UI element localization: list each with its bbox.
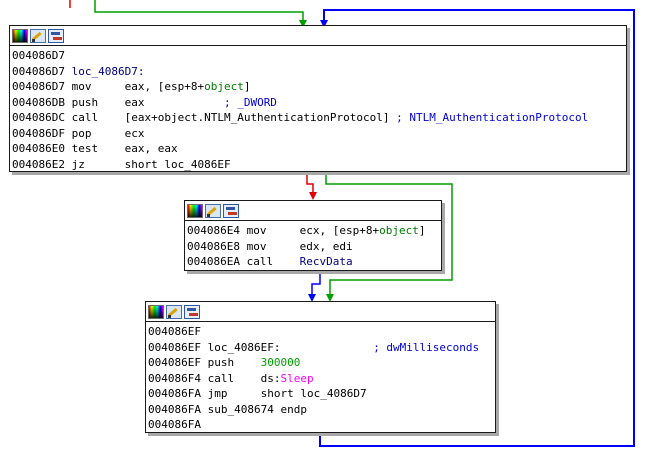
line-mnemonic: pop bbox=[71, 126, 92, 140]
edge-block1-to-block2 bbox=[306, 171, 317, 200]
line-address: 004086EF bbox=[148, 356, 201, 369]
line-operand: ecx bbox=[124, 126, 145, 140]
color-picker-icon[interactable] bbox=[148, 304, 164, 319]
line-mnemonic: call bbox=[71, 111, 99, 124]
line-mnemonic: mov bbox=[246, 224, 267, 237]
line-mnemonic: jz bbox=[71, 157, 85, 171]
disasm-line[interactable]: 004086FA sub_408674 endp bbox=[148, 402, 495, 418]
line-address: 004086DC bbox=[12, 111, 65, 124]
disasm-line[interactable]: 004086FA bbox=[148, 417, 495, 433]
line-mnemonic: mov bbox=[71, 80, 92, 93]
line-operand[interactable]: Sleep bbox=[280, 371, 314, 385]
line-address: 004086FA bbox=[148, 418, 201, 431]
line-operand[interactable]: object bbox=[204, 80, 244, 93]
color-picker-icon[interactable] bbox=[187, 203, 203, 218]
line-operand: edx, edi bbox=[299, 239, 353, 253]
node-body: 004086E4 mov ecx, [esp+8+object]004086E8… bbox=[185, 221, 441, 272]
line-operand[interactable]: loc_4086D7: bbox=[71, 64, 145, 78]
line-address: 004086FA bbox=[148, 387, 201, 400]
line-mnemonic: call bbox=[207, 371, 235, 385]
edge-block1-to-block3 bbox=[325, 171, 453, 302]
disasm-line[interactable]: 004086DC call [eax+object.NTLM_Authentic… bbox=[12, 110, 626, 126]
rename-icon[interactable] bbox=[166, 304, 182, 319]
line-operand[interactable]: RecvData bbox=[299, 255, 353, 268]
edge-loop-back bbox=[319, 9, 635, 447]
line-comment: ; dwMilliseconds bbox=[373, 340, 480, 354]
line-mnemonic: mov bbox=[246, 239, 267, 253]
line-mnemonic: test bbox=[71, 142, 99, 155]
line-operand: 300000 bbox=[260, 356, 301, 369]
line-operand: loc_4086EF: bbox=[207, 340, 374, 354]
edge-prev-true bbox=[94, 0, 307, 28]
disasm-line[interactable]: 004086EF bbox=[148, 324, 495, 340]
line-operand: ] bbox=[243, 80, 251, 93]
graph-view-icon[interactable] bbox=[184, 304, 200, 319]
disasm-line[interactable]: 004086E2 jz short loc_4086EF bbox=[12, 157, 626, 173]
node-header bbox=[10, 26, 626, 46]
disasm-line[interactable]: 004086EF loc_4086EF: ; dwMilliseconds bbox=[148, 340, 495, 356]
line-mnemonic: jmp bbox=[207, 387, 228, 400]
disasm-line[interactable]: 004086D7 bbox=[12, 48, 626, 64]
node-header bbox=[146, 302, 495, 322]
line-address: 004086D7 bbox=[12, 80, 65, 93]
line-operand: eax bbox=[124, 95, 224, 109]
line-operand: eax, [esp+8+ bbox=[124, 80, 205, 93]
code-block-recvdata[interactable]: 004086E4 mov ecx, [esp+8+object]004086E8… bbox=[184, 200, 442, 271]
line-mnemonic: push bbox=[207, 356, 235, 369]
line-comment: ; _DWORD bbox=[223, 95, 277, 109]
edge-block2-to-block3 bbox=[308, 270, 321, 302]
line-operand: ds: bbox=[260, 371, 281, 385]
disasm-line[interactable]: 004086DB push eax ; _DWORD bbox=[12, 95, 626, 111]
rename-icon[interactable] bbox=[30, 28, 46, 43]
color-picker-icon[interactable] bbox=[12, 28, 28, 43]
line-address: 004086EA bbox=[187, 255, 240, 268]
line-address: 004086DF bbox=[12, 126, 65, 140]
line-address: 004086FA bbox=[148, 402, 201, 416]
line-address: 004086D7 bbox=[12, 64, 65, 78]
line-address: 004086E2 bbox=[12, 157, 65, 171]
line-mnemonic: push bbox=[71, 95, 99, 109]
line-mnemonic: call bbox=[246, 255, 274, 268]
disasm-line[interactable]: 004086E8 mov edx, edi bbox=[187, 239, 441, 255]
disasm-line[interactable]: 004086EA call RecvData bbox=[187, 254, 441, 270]
graph-view-icon[interactable] bbox=[223, 203, 239, 218]
disasm-line[interactable]: 004086D7 loc_4086D7: bbox=[12, 64, 626, 80]
line-address: 004086D7 bbox=[12, 49, 65, 62]
disasm-line[interactable]: 004086D7 mov eax, [esp+8+object] bbox=[12, 79, 626, 95]
rename-icon[interactable] bbox=[205, 203, 221, 218]
line-address: 004086DB bbox=[12, 95, 65, 109]
line-operand: sub_408674 endp bbox=[207, 402, 307, 416]
line-operand: eax, eax bbox=[124, 142, 178, 155]
disasm-line[interactable]: 004086F4 call ds:Sleep bbox=[148, 371, 495, 387]
line-address: 004086EF bbox=[148, 340, 201, 354]
line-operand[interactable]: object bbox=[379, 224, 419, 237]
line-address: 004086E4 bbox=[187, 224, 240, 237]
line-operand: ] bbox=[418, 224, 426, 237]
line-operand: short loc_4086EF bbox=[124, 157, 231, 171]
line-address: 004086EF bbox=[148, 325, 201, 338]
disasm-line[interactable]: 004086E0 test eax, eax bbox=[12, 141, 626, 157]
line-operand: ecx, [esp+8+ bbox=[299, 224, 380, 237]
line-address: 004086E0 bbox=[12, 142, 65, 155]
line-address: 004086F4 bbox=[148, 371, 201, 385]
line-address: 004086E8 bbox=[187, 239, 240, 253]
disasm-line[interactable]: 004086E4 mov ecx, [esp+8+object] bbox=[187, 223, 441, 239]
line-comment: ; NTLM_AuthenticationProtocol bbox=[396, 111, 589, 124]
graph-view-icon[interactable] bbox=[48, 28, 64, 43]
disasm-line[interactable]: 004086DF pop ecx bbox=[12, 126, 626, 142]
line-operand: [eax+object.NTLM_AuthenticationProtocol] bbox=[124, 111, 397, 124]
disasm-line[interactable]: 004086EF push 300000 bbox=[148, 355, 495, 371]
line-operand: short loc_4086D7 bbox=[260, 387, 367, 400]
node-header bbox=[185, 201, 441, 221]
disasm-line[interactable]: 004086FA jmp short loc_4086D7 bbox=[148, 386, 495, 402]
